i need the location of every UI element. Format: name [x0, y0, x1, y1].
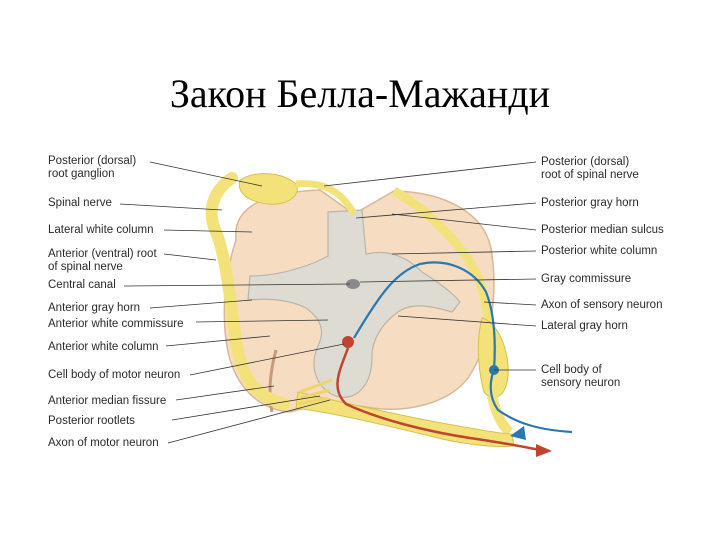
label-lateral-gray-horn: Lateral gray horn [541, 320, 628, 332]
sensory-arrow [510, 426, 526, 440]
label-lateral-white-column: Lateral white column [48, 224, 154, 236]
posterior-rootlets [297, 378, 333, 406]
label-sensory-cell-body: Cell body of sensory neuron [541, 364, 621, 389]
gray-matter [247, 209, 461, 398]
label-posterior-gray-horn: Posterior gray horn [541, 197, 639, 209]
label-posterior-root-ganglion: Posterior (dorsal) root ganglion [48, 155, 137, 180]
leader-lines-left [119, 161, 351, 444]
posterior-root-right [391, 187, 493, 323]
label-posterior-white-column: Posterior white column [541, 245, 658, 257]
dorsal-root-ganglion-left [238, 173, 298, 205]
central-canal [346, 279, 360, 289]
slide-title: Закон Белла-Мажанди [169, 71, 551, 116]
sensory-ganglion [477, 317, 509, 398]
label-central-canal: Central canal [48, 279, 116, 291]
motor-cell-body [342, 336, 354, 348]
label-gray-commissure: Gray commissure [541, 273, 632, 285]
label-spinal-nerve: Spinal nerve [48, 197, 112, 209]
leader-lines-right [323, 161, 537, 371]
label-motor-cell-body: Cell body of motor neuron [48, 369, 181, 381]
label-anterior-gray-horn: Anterior gray horn [48, 302, 141, 314]
label-posterior-rootlets: Posterior rootlets [48, 415, 135, 427]
label-anterior-white-column: Anterior white column [48, 341, 159, 353]
label-posterior-median-sulcus: Posterior median sulcus [541, 224, 664, 236]
sensory-axon [353, 261, 573, 434]
label-anterior-median-fissure: Anterior median fissure [48, 395, 167, 407]
label-axon-sensory-neuron: Axon of sensory neuron [541, 299, 663, 311]
anterior-median-fissure [268, 349, 278, 413]
label-anterior-ventral-root: Anterior (ventral) root of spinal nerve [48, 248, 157, 273]
label-posterior-root-spinal-nerve: Posterior (dorsal) root of spinal nerve [541, 156, 639, 181]
spinal-nerve-right [487, 394, 514, 436]
label-anterior-white-commissure: Anterior white commissure [48, 318, 184, 330]
label-axon-motor-neuron: Axon of motor neuron [48, 437, 159, 449]
dorsal-root-left [295, 180, 358, 216]
motor-arrow [536, 444, 552, 457]
motor-axon [336, 347, 541, 452]
